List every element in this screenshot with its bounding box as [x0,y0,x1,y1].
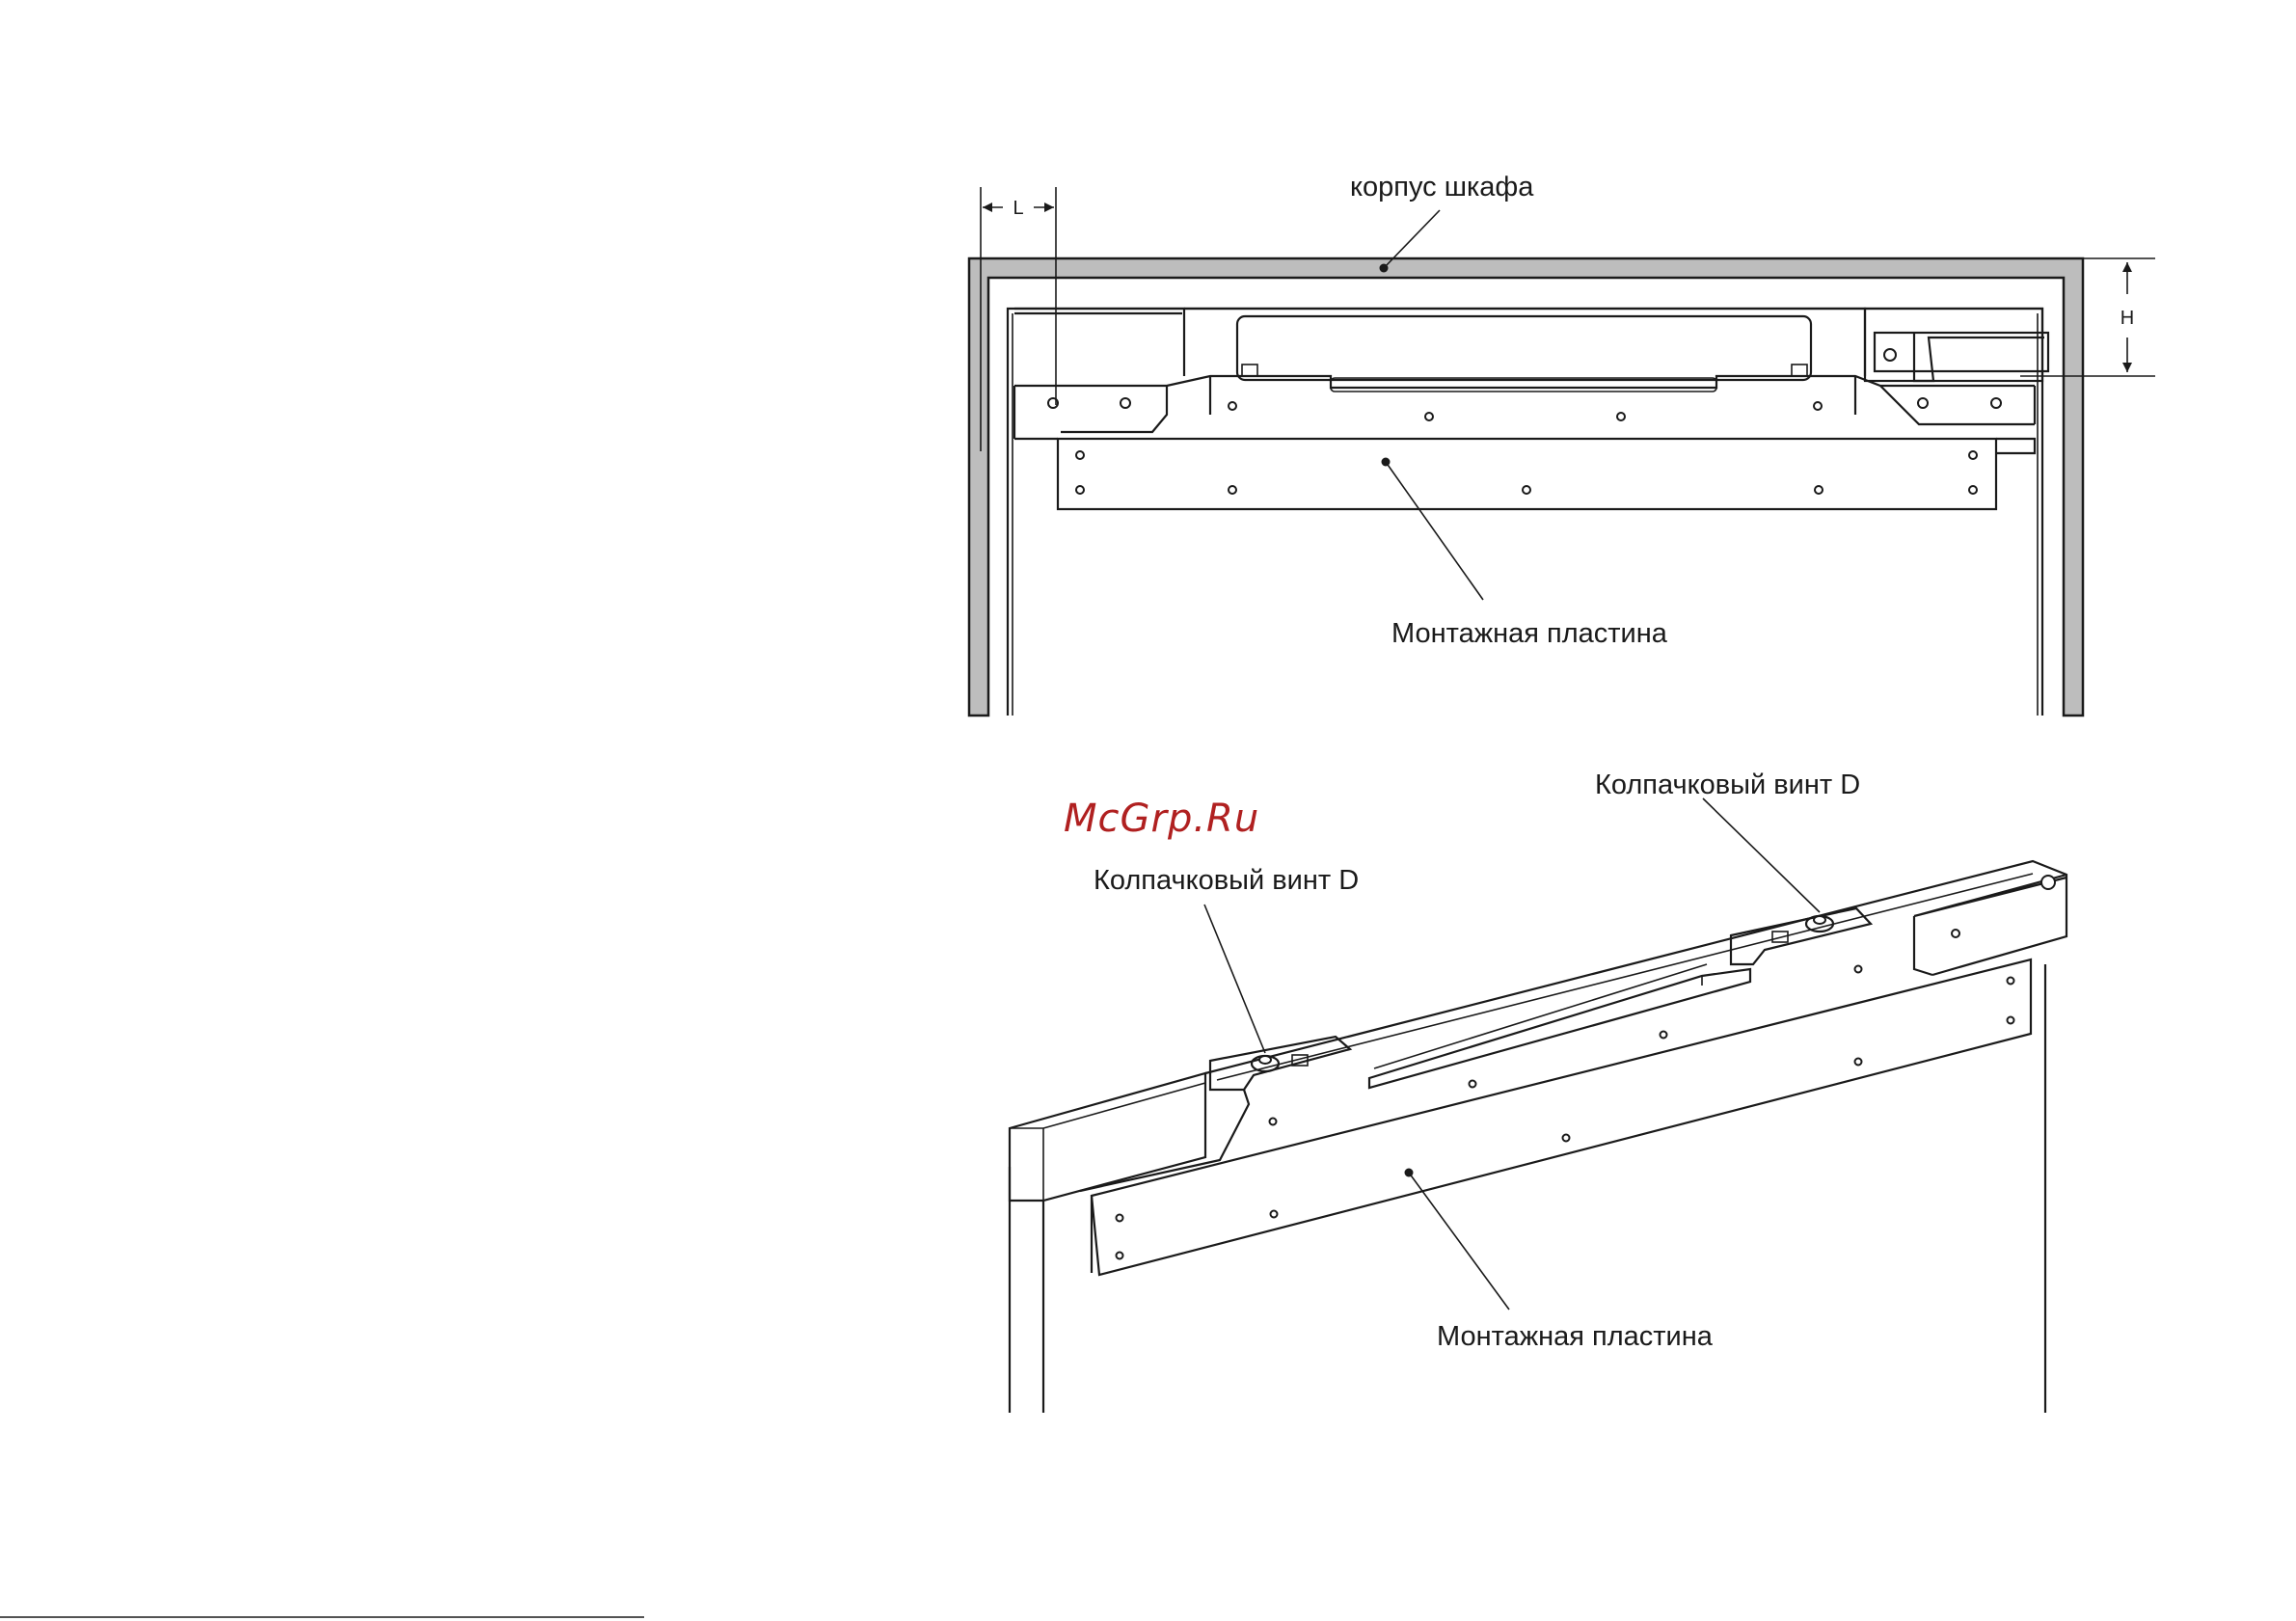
watermark: McGrp.Ru [1064,797,1259,841]
screw-label-left: Колпачковый винт D [1094,865,1359,896]
screw-label-right: Колпачковый винт D [1595,770,1860,800]
appliance-outline [1008,309,2042,716]
bottom-figure: Колпачковый винт D Колпачковый винт D Мо… [1010,770,2066,1413]
plate-holes [1048,398,2001,494]
plate-label-top: Монтажная пластина [1391,618,1668,649]
top-rail [1237,316,1811,380]
plate-holes-3d [1117,966,2014,1259]
top-figure: L H корпус шкафа Монтажная пластина [969,172,2155,716]
mounting-plate [1058,439,1996,509]
dim-l-label: L [1013,198,1023,219]
cabinet-label: корпус шкафа [1350,172,1534,203]
dim-h-label: H [2120,308,2134,329]
dimension-l: L [981,187,1056,451]
plate-label-bottom: Монтажная пластина [1437,1321,1714,1352]
top-housing [1014,309,1184,376]
hinge-block [1865,309,2042,381]
mounting-plate-3d [1092,959,2031,1275]
